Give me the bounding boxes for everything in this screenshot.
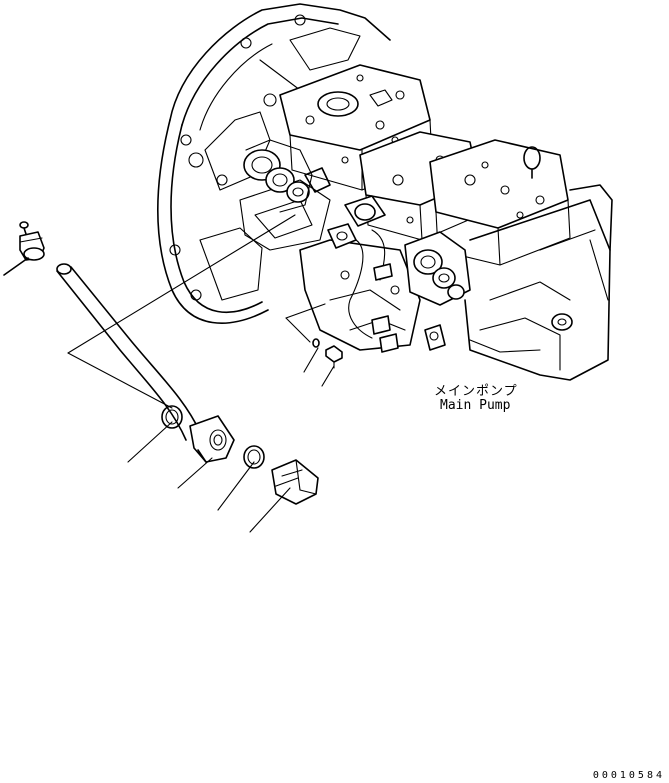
callout-leaders xyxy=(67,214,335,533)
o-rings xyxy=(161,405,265,469)
main-pump-label-jp: メインポンプ xyxy=(434,384,518,399)
main-pump-label-en: Main Pump xyxy=(440,398,511,413)
drawing-code: 00010584 xyxy=(592,770,665,781)
pump-valve-block-right xyxy=(429,139,571,266)
port-fittings-right xyxy=(404,231,471,351)
pump-valve-block-upper xyxy=(279,64,433,191)
main-pump-body xyxy=(464,184,613,381)
pin-and-bolt xyxy=(285,303,343,369)
sensor-cluster xyxy=(327,195,399,353)
filler-pipe xyxy=(56,263,235,463)
port-fittings-left xyxy=(243,139,331,213)
breather-cap xyxy=(3,221,45,276)
pump-lower-casing xyxy=(239,179,421,351)
banjo-bolt xyxy=(271,459,319,505)
